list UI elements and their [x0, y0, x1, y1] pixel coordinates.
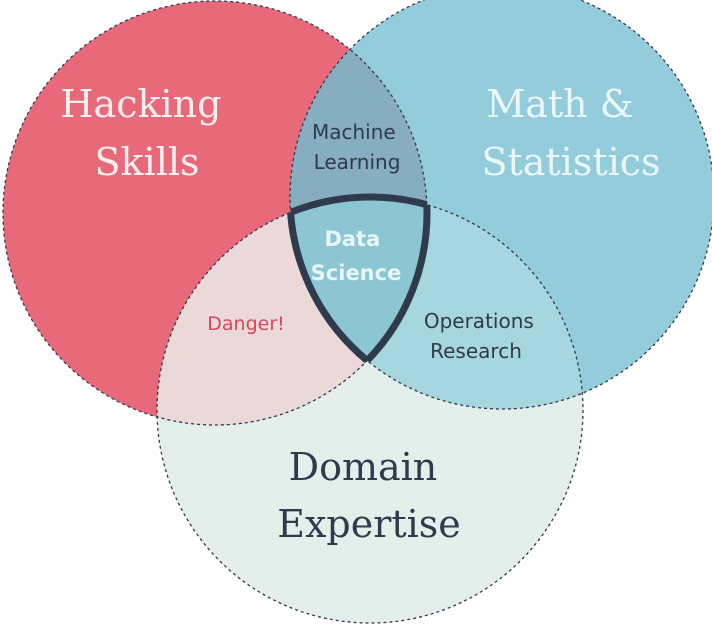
hacking-skills-label: Hacking Skills — [60, 82, 233, 184]
data-science-label: Data Science — [311, 227, 402, 285]
operations-research-label: Operations Research — [424, 309, 540, 363]
domain-expertise-label: Domain Expertise — [277, 445, 461, 546]
danger-label: Danger! — [207, 313, 285, 335]
machine-learning-label: Machine Learning — [312, 120, 402, 174]
data-science-border — [290, 193, 427, 409]
math-statistics-label: Math & Statistics — [481, 82, 660, 184]
